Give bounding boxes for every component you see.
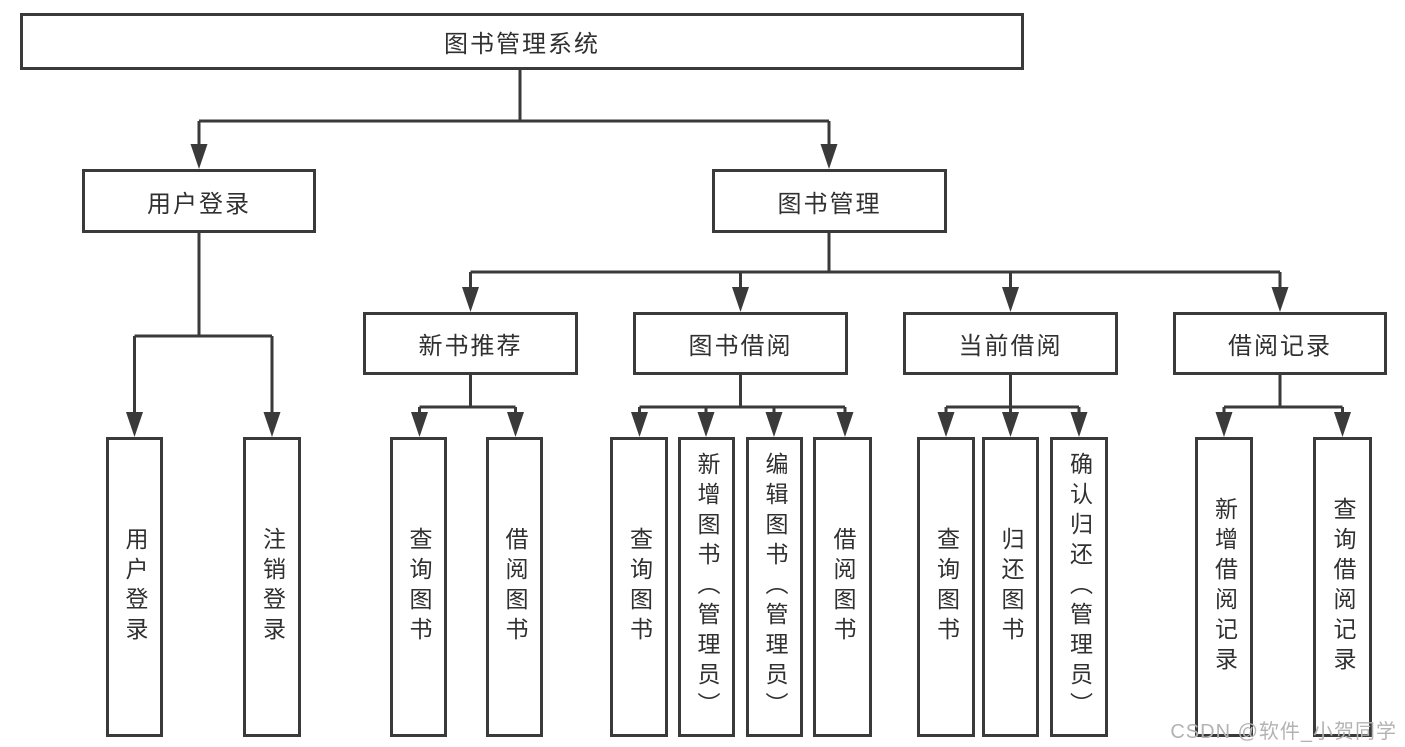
node-leaf-confirm-return-admin: 确认归还（管理员） [1050,437,1108,737]
node-leaf-borrow-books-1: 借阅图书 [486,437,543,737]
connector-user-login-to-leaves [126,233,281,437]
connector-borrow-records-to-leaves [1215,375,1351,437]
leaf-label: 新增图书（管理员） [694,452,720,722]
node-leaf-query-books-2: 查询图书 [610,437,668,737]
node-leaf-borrow-books-2: 借阅图书 [813,437,872,737]
node-leaf-return-books: 归还图书 [982,437,1039,737]
leaf-label: 查询图书 [626,527,653,647]
leaf-label: 查询图书 [406,527,432,647]
leaf-label: 编辑图书（管理员） [762,452,788,722]
leaf-label: 查询图书 [933,527,960,647]
leaf-label: 注销登录 [259,527,286,647]
node-section-current-borrow: 当前借阅 [903,312,1118,375]
node-section-new-books: 新书推荐 [363,312,578,375]
connector-new-books-to-leaves [411,375,524,437]
connector-current-borrow-to-leaves [937,375,1088,437]
node-leaf-user-login: 用户登录 [106,437,163,737]
node-section-borrow-records: 借阅记录 [1173,312,1387,375]
leaf-label: 借阅图书 [830,527,856,647]
node-leaf-add-borrow-record: 新增借阅记录 [1195,437,1253,737]
node-leaf-query-books-1: 查询图书 [390,437,447,737]
leaf-label: 归还图书 [998,527,1024,647]
node-leaf-query-books-3: 查询图书 [917,437,975,737]
leaf-label: 新增借阅记录 [1211,497,1238,677]
leaf-label: 确认归还（管理员） [1066,452,1093,722]
leaf-label: 借阅图书 [502,527,528,647]
leaf-label: 用户登录 [122,527,148,647]
connector-book-borrow-to-leaves [631,375,854,437]
node-root-library-system: 图书管理系统 [20,13,1024,70]
node-leaf-logout: 注销登录 [243,437,301,737]
node-book-mgmt-branch: 图书管理 [712,169,947,233]
connector-root-to-level2 [190,70,838,169]
node-leaf-query-borrow-record: 查询借阅记录 [1313,437,1372,737]
node-section-book-borrow: 图书借阅 [633,312,848,375]
connector-book-mgmt-to-sections [462,233,1289,312]
csdn-watermark: CSDN @软件_小贺同学 [1170,721,1397,743]
node-leaf-add-books-admin: 新增图书（管理员） [678,437,735,737]
node-user-login-branch: 用户登录 [82,169,316,233]
node-leaf-edit-books-admin: 编辑图书（管理员） [746,437,803,737]
leaf-label: 查询借阅记录 [1330,497,1356,677]
